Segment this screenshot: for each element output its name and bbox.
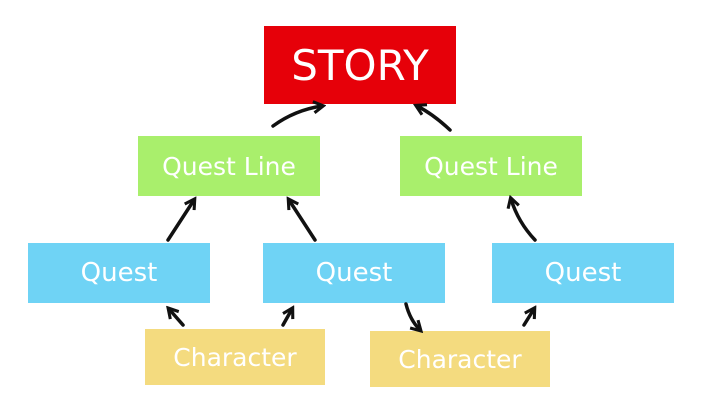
character-node-2: Character: [370, 331, 550, 387]
quest-label: Quest: [80, 258, 158, 288]
story-label: STORY: [291, 40, 429, 90]
character-label: Character: [173, 342, 297, 372]
quest-line-label: Quest Line: [162, 151, 296, 181]
arrow-quests-1-to-characters-1: [404, 302, 420, 330]
quest-label: Quest: [544, 258, 622, 288]
arrow-quests-2-to-quest_lines-1: [511, 199, 537, 242]
arrow-characters-1-to-quests-2: [522, 309, 534, 327]
quest-node-3: Quest: [492, 243, 674, 303]
quest-node-2: Quest: [263, 243, 445, 303]
arrow-quest_lines-0-to-story: [271, 106, 322, 128]
character-label: Character: [398, 344, 522, 374]
character-node-1: Character: [145, 329, 325, 385]
arrow-characters-0-to-quests-1: [281, 309, 292, 327]
arrow-quests-1-to-quest_lines-0: [289, 200, 317, 242]
arrow-characters-0-to-quests-0: [169, 309, 185, 327]
quest-line-label: Quest Line: [424, 151, 558, 181]
quest-line-node-1: Quest Line: [138, 136, 320, 196]
quest-label: Quest: [315, 258, 393, 288]
quest-line-node-2: Quest Line: [400, 136, 582, 196]
quest-node-1: Quest: [28, 243, 210, 303]
arrow-quest_lines-1-to-story: [417, 106, 452, 132]
story-node: STORY: [264, 26, 456, 104]
arrow-quests-0-to-quest_lines-0: [166, 200, 194, 242]
